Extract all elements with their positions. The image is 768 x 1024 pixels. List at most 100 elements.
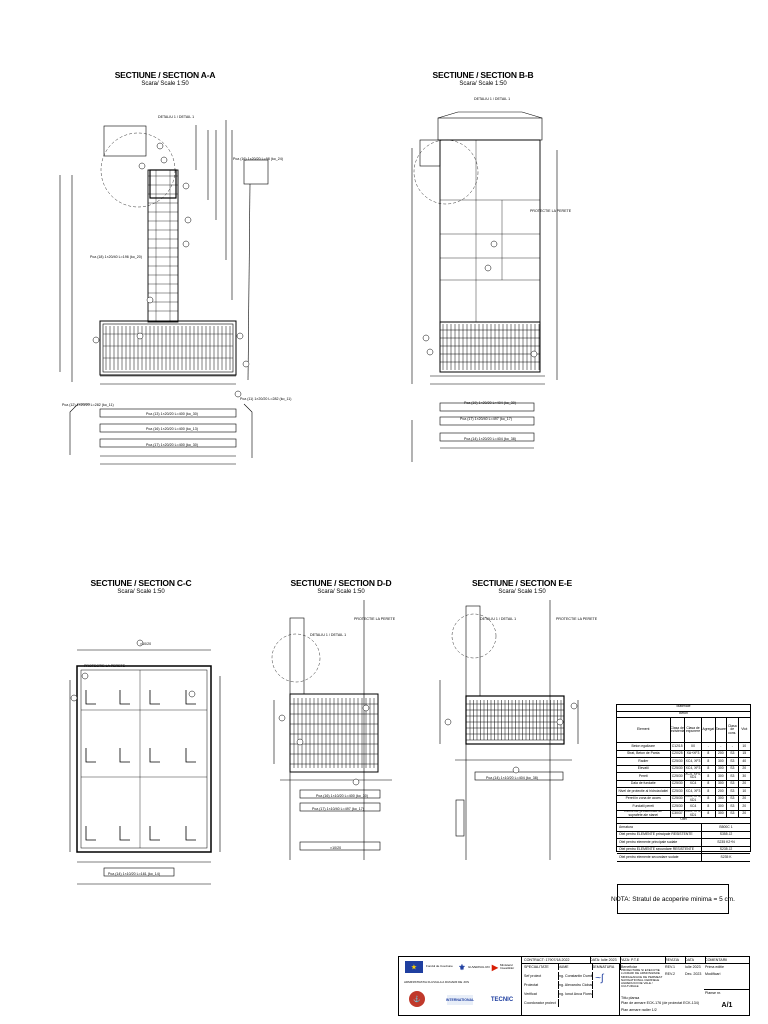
materials-cell: 300 xyxy=(716,773,728,780)
materials-cell: 300 xyxy=(716,765,728,772)
materials-cell: XC4, XF4, XD1 xyxy=(685,795,703,802)
rebar-position-marker xyxy=(570,702,578,710)
materials-cell: S3 xyxy=(727,750,739,757)
materials-cell: S3 xyxy=(727,803,739,810)
beneficiary-label: Beneficiar xyxy=(621,964,637,969)
steel-grade: S235 J2 xyxy=(719,847,733,852)
contract-number: CONTRACT: 17907/18.2022 xyxy=(523,957,591,963)
materials-cell: 8 xyxy=(702,765,716,772)
rebar-position-marker xyxy=(278,714,286,722)
bb-detail-label: DETALIU 1 / DETAIL 1 xyxy=(474,97,510,101)
materials-col-header: Agregat xyxy=(702,718,716,742)
materials-cell: 300 xyxy=(716,795,728,802)
materials-cell: XC4, XF3 xyxy=(685,788,703,795)
rebar-position-marker xyxy=(234,390,242,398)
name-designed: Ing. Alexandru Ciobanu xyxy=(558,981,593,989)
materials-cell: XC4, XF4, XD1 xyxy=(685,810,703,817)
materials-cell: Elemente prefabricate de suprafete ale s… xyxy=(617,810,671,817)
aa-rebar-4: Poz.(13) 1×20/20 L=400 (ko_30) xyxy=(146,412,198,416)
steel-element: Otel pentru ELEMENTE principale RESISTEN… xyxy=(617,831,702,838)
materials-cell: 300 xyxy=(716,810,728,817)
materials-cell: - xyxy=(716,743,728,750)
revision-1-comment: Prima editie xyxy=(705,965,724,969)
materials-cell: 300 xyxy=(716,758,728,765)
materials-cell: Nivel de protectie al hidroizolatiei xyxy=(617,788,671,795)
logo-afdj: ADMINISTRATIA FLUVIALA A DUNARII DE JOS xyxy=(404,980,469,984)
ee-rebar-1: Poz.(14) 1×10/20 L=404 (ko_38) xyxy=(486,776,538,780)
rebar-position-marker xyxy=(160,156,168,164)
steel-title: Otel xyxy=(617,817,750,824)
materials-cell: 15 xyxy=(742,751,747,756)
cc-bar-spacing: ×10/20 xyxy=(140,642,151,646)
materials-cell: 8 xyxy=(702,795,716,802)
steel-row: Otel pentru ELEMENTE principale RESISTEN… xyxy=(617,831,750,839)
logo-international: INTERNATIONAL xyxy=(446,995,474,1005)
stirrup-hook xyxy=(185,690,196,705)
comments-header: COMENTARII xyxy=(705,958,728,962)
rebar-position-marker xyxy=(444,718,452,726)
role-checked: Verificat xyxy=(523,990,559,998)
materials-cell: 20 xyxy=(742,803,747,808)
materials-cell: 8 xyxy=(702,810,716,817)
rebar-position-marker xyxy=(182,240,190,248)
issue-date: DATA: Iulie 2023 xyxy=(589,957,621,963)
materials-cell: C25/30 xyxy=(671,803,685,810)
materials-cell: 8 xyxy=(702,788,716,795)
materials-cell: 10 xyxy=(742,743,747,748)
eu-flag-icon: ★ xyxy=(405,961,423,973)
stirrup-hook xyxy=(85,748,96,763)
materials-col-header: Tasare xyxy=(716,718,728,742)
materials-cell: XC4, XF3 xyxy=(685,758,703,765)
stirrup-hook xyxy=(85,690,96,705)
materials-cell: Fundatii pereti xyxy=(617,803,671,810)
rebar-position-marker xyxy=(422,334,430,342)
materials-cell: 8 xyxy=(702,758,716,765)
rebar-position-marker xyxy=(182,182,190,190)
bb-rebar-2: Poz.(17) 1×20/40 L=497 (ko_17) xyxy=(460,417,512,421)
materials-title: Materiale xyxy=(617,704,750,712)
government-emblem-icon: ⚜ xyxy=(458,962,466,972)
materials-cell: 20 xyxy=(742,796,747,801)
rebar-position-marker xyxy=(512,766,520,774)
materials-cell: C25/30 xyxy=(671,773,685,780)
dd-rebar-2: Poz.(17) 1×10/40 L=497 (ko_17) xyxy=(312,807,364,811)
rebar-position-marker xyxy=(70,694,78,702)
rebar-position-marker xyxy=(92,336,100,344)
stirrup-hook xyxy=(185,748,196,763)
steel-grade: S235 K2+N xyxy=(717,839,735,844)
rebar-position-marker xyxy=(352,778,360,786)
rebar-position-marker xyxy=(236,332,244,340)
section-aa-scale: Scara/ Scale 1:50 xyxy=(141,81,189,87)
signature-header: SEMNATURA xyxy=(591,964,621,970)
materials-col-header: Clasa de expunere xyxy=(685,718,703,742)
dd-bar-spacing: ×10/20 xyxy=(330,846,341,850)
dd-rebar-1: Poz.(16) 1×10/20 L=400 (ko_30) xyxy=(316,794,368,798)
steel-grade: S235 K xyxy=(720,854,732,859)
stirrup-hook xyxy=(119,690,130,705)
materials-cell: C25/30 xyxy=(671,780,685,787)
materials-cell: Pereti in zona de acces xyxy=(617,795,671,802)
rebar-position-marker xyxy=(184,216,192,224)
aa-rebar-2: Poz.(18) 1×20/40 L=196 (ko_20) xyxy=(90,255,142,259)
materials-cell: 20 xyxy=(742,781,747,786)
date-header: DATA xyxy=(684,957,706,963)
name-chief: Ing. Constantin Dumitru xyxy=(558,972,593,980)
materials-cell: 8 xyxy=(702,780,716,787)
materials-cell: XC4, XF4, XD1 xyxy=(685,773,703,780)
dd-protection-label: PROTECTIE LA PERETE xyxy=(354,617,396,621)
materials-cell: S3 xyxy=(727,758,739,765)
materials-cell: S3 xyxy=(727,810,739,817)
bb-protection-label: PROTECTIE LA PERETE xyxy=(530,209,572,213)
materials-cell: Elevatii xyxy=(617,765,671,772)
aa-rebar-6: Poz.(17) 1×20/20 L=400 (ko_30) xyxy=(146,443,198,447)
materials-cell: S3 xyxy=(727,765,739,772)
rebar-position-marker xyxy=(136,639,144,647)
